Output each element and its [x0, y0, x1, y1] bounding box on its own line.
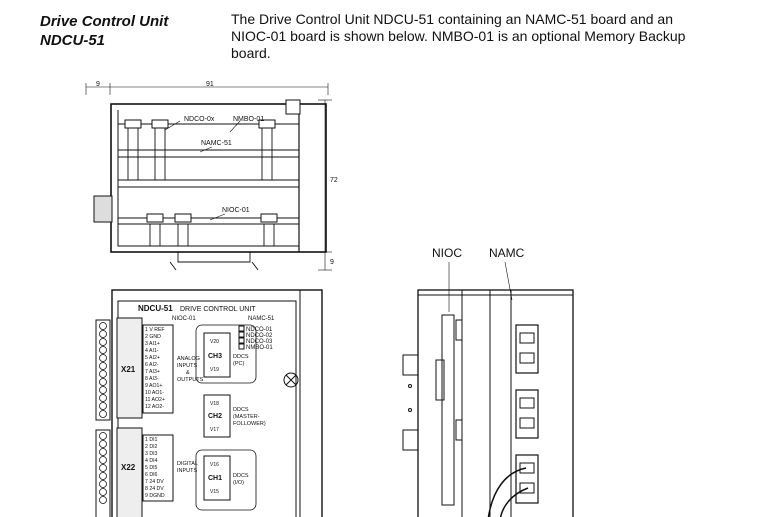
ch2-desc: FOLLOWER) [233, 421, 266, 427]
x21-terminal: 3 AI1+ [145, 341, 160, 347]
ch3-desc: (PC) [233, 361, 244, 367]
x21-terminal: 12 AO2- [145, 404, 164, 410]
x21-terminal: 4 AI1- [145, 348, 159, 354]
x21-terminal: 11 AO2+ [145, 397, 165, 403]
label-nioc: NIOC-01 [222, 207, 250, 214]
section-title: Drive Control Unit NDCU-51 [40, 12, 210, 50]
x22-group-2: INPUTS [177, 468, 198, 474]
section-title-line2: NDCU-51 [40, 32, 106, 49]
ch2-top-led: V18 [210, 401, 219, 407]
side-nioc-label: NIOC [432, 246, 462, 260]
label-namc: NAMC-51 [201, 140, 232, 147]
label-ndco: NDCO-0x [184, 116, 215, 123]
ch1-name: CH1 [208, 475, 222, 482]
x21-terminal: 1 V REF [145, 327, 165, 333]
ch3-top-led: V20 [210, 339, 219, 345]
dim-height: 72 [330, 177, 338, 184]
ch1-desc: (I/O) [233, 480, 244, 486]
x22-terminal: 9 DGND [145, 493, 165, 499]
ch3-desc: DDCS [233, 354, 249, 360]
namc-option: NDCO-03 [246, 339, 273, 345]
x21-terminal: 6 AI2- [145, 362, 159, 368]
namc-option: NDCO-01 [246, 327, 273, 333]
side-namc-label: NAMC [489, 246, 525, 260]
x21-label: X21 [121, 365, 136, 374]
x22-terminal: 6 DI6 [145, 472, 158, 478]
dim-width: 91 [206, 81, 214, 88]
x22-terminal: 7 24 DV [145, 479, 164, 485]
x22-terminal: 4 DI4 [145, 458, 158, 464]
x21-group-3: & [186, 370, 190, 376]
namc-option: NMBO-01 [246, 345, 273, 351]
x22-terminal: 5 DI5 [145, 465, 158, 471]
x21-terminal: 7 AI3+ [145, 369, 160, 375]
intro-paragraph: The Drive Control Unit NDCU-51 containin… [231, 11, 686, 61]
ch2-bottom-led: V17 [210, 427, 219, 433]
x22-terminal: 3 DI3 [145, 451, 158, 457]
x22-terminal: 2 DI2 [145, 444, 158, 450]
x22-label: X22 [121, 463, 136, 472]
nioc-board-label: NIOC-01 [172, 316, 196, 322]
ch2-name: CH2 [208, 413, 222, 420]
x21-terminal: 2 GND [145, 334, 161, 340]
x22-terminal: 8 24 DV [145, 486, 164, 492]
x21-terminal: 10 AO1- [145, 390, 164, 396]
x21-terminal: 8 AI3- [145, 376, 159, 382]
namc-board-label: NAMC-51 [248, 316, 275, 322]
ch2-desc: DDCS [233, 407, 249, 413]
x21-group-1: ANALOG [177, 356, 200, 362]
ch1-bottom-led: V15 [210, 489, 219, 495]
dim-bottom: 9 [330, 259, 334, 266]
namc-option: NDCO-02 [246, 333, 273, 339]
section-title-line1: Drive Control Unit [40, 13, 169, 30]
x22-group-1: DIGITAL [177, 461, 198, 467]
x21-terminal: 5 AI2+ [145, 355, 160, 361]
ch2-desc: (MASTER- [233, 414, 260, 420]
ch3-name: CH3 [208, 353, 222, 360]
x21-group-4: OUTPUTS [177, 377, 204, 383]
x21-terminal: 9 AO1+ [145, 383, 162, 389]
dim-left: 9 [96, 81, 100, 88]
x21-group-2: INPUTS [177, 363, 198, 369]
ch1-top-led: V16 [210, 462, 219, 468]
panel-title: NDCU-51 [138, 304, 173, 313]
panel-title-sub: DRIVE CONTROL UNIT [180, 306, 256, 313]
ch3-bottom-led: V19 [210, 367, 219, 373]
x22-terminal: 1 DI1 [145, 437, 158, 443]
ch1-desc: DDCS [233, 473, 249, 479]
label-nmbo: NMBO-01 [233, 116, 264, 123]
